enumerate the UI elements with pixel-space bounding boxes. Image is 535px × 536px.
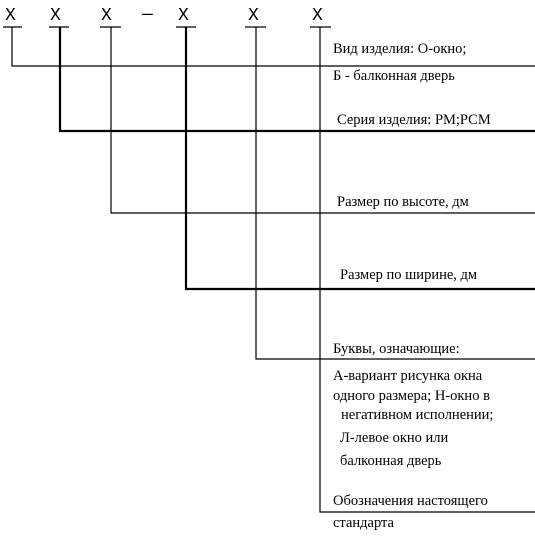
code-dash: — [141,5,153,25]
connector-lines [11,27,535,513]
label-height: Размер по высоте, дм [337,194,469,210]
label-product-kind: Вид изделия: О-окно; [333,41,466,57]
connector-letters [255,27,535,360]
connector-width [184,27,535,291]
label-product-kind-2: Б - балконная дверь [333,68,455,84]
code-symbol-6: Х [312,6,323,26]
label-letters-3: одного размера; Н-окно в [333,388,490,404]
label-standard: Обозначения настоящего [333,493,488,509]
label-letters-5: Л-левое окно или [340,430,448,446]
label-letters-4: негативном исполнении; [341,407,493,423]
label-standard-2: стандарта [333,515,395,531]
connector-standard [319,27,535,513]
description-labels: Вид изделия: О-окно; Б - балконная дверь… [333,41,493,531]
code-symbol-1: Х [5,6,16,26]
code-symbol-5: Х [248,6,259,26]
code-symbol-4: Х [178,6,189,26]
label-series: Серия изделия: РМ;РСМ [337,112,491,128]
code-symbol-3: Х [101,6,112,26]
label-letters-2: А-вариант рисунка окна [333,368,483,384]
connector-kind [11,27,535,67]
label-letters-6: балконная дверь [340,453,442,469]
code-symbol-2: Х [50,6,61,26]
label-width: Размер по ширине, дм [340,267,477,283]
connector-height [110,27,535,214]
label-letters: Буквы, означающие: [333,341,460,357]
code-row: Х Х Х — Х Х Х [5,5,323,26]
connector-series [58,27,535,133]
